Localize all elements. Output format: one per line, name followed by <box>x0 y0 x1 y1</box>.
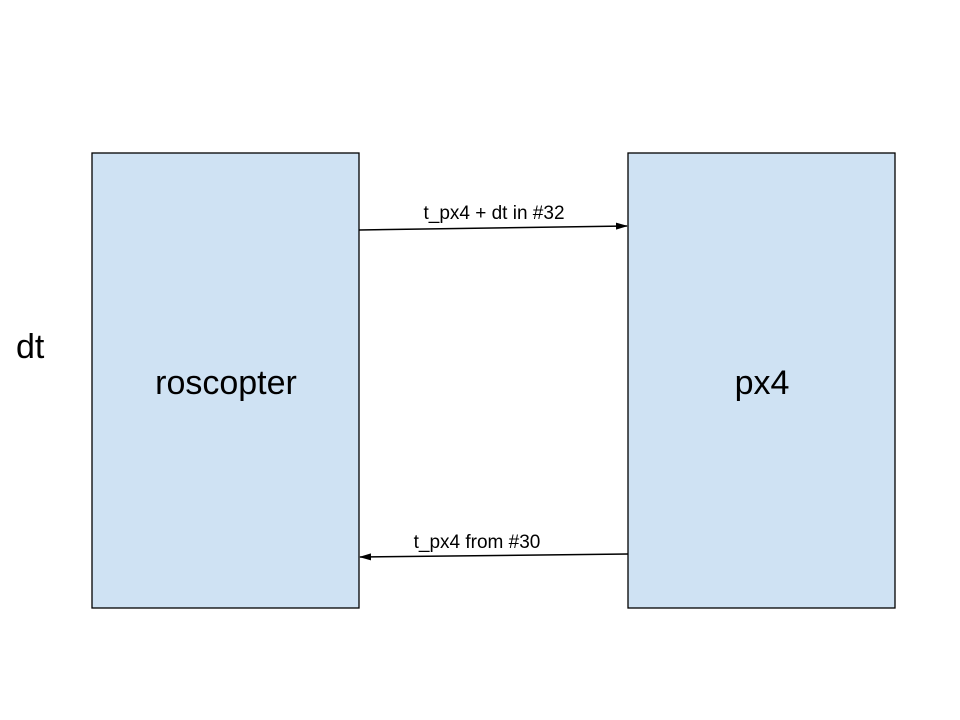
px4-label: px4 <box>735 364 790 402</box>
arrow-px4-to-roscopter <box>359 553 629 561</box>
edge-px4-to-roscopter: t_px4 from #30 <box>359 532 629 561</box>
roscopter-node: roscopter <box>91 152 360 609</box>
edge-roscopter-to-px4: t_px4 + dt in #32 <box>358 203 628 231</box>
edge-label-roscopter-to-px4: t_px4 + dt in #32 <box>423 203 564 224</box>
px4-box <box>627 152 896 609</box>
px4-node: px4 <box>627 152 896 609</box>
edge-label-px4-to-roscopter: t_px4 from #30 <box>414 532 541 553</box>
arrow-roscopter-to-px4 <box>358 222 628 231</box>
roscopter-label: roscopter <box>155 364 297 402</box>
roscopter-box <box>91 152 360 609</box>
dt-label: dt <box>16 328 45 366</box>
